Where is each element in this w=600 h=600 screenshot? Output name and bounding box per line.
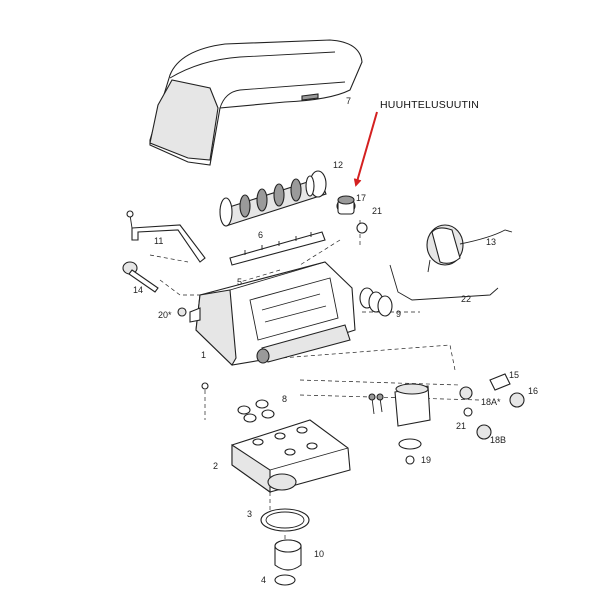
cable-part [389, 264, 499, 301]
part-label-18a: 18A* [481, 397, 501, 407]
clip-strip-part [229, 231, 326, 266]
base-part [231, 419, 351, 494]
nozzle-part [336, 195, 356, 215]
part-label-19: 19 [421, 455, 431, 465]
pin-part [122, 261, 159, 293]
seal-rings-part [359, 287, 393, 317]
small-oring-part [274, 574, 296, 586]
shaft-part [219, 170, 327, 227]
part-label-18b: 18B [490, 435, 506, 445]
motor-part [426, 224, 513, 273]
part-label-15: 15 [509, 370, 519, 380]
part-label-7: 7 [346, 96, 351, 106]
nozzle-callout: HUUHTELUSUUTIN [353, 99, 479, 187]
bypass-part [368, 383, 431, 465]
part-label-8: 8 [282, 394, 287, 404]
part-label-17: 17 [356, 193, 366, 203]
part-label-16: 16 [528, 386, 538, 396]
cover-part [149, 39, 363, 166]
part-label-3: 3 [247, 509, 252, 519]
valve-body-part [189, 261, 356, 390]
part-label-1: 1 [201, 350, 206, 360]
part-label-12: 12 [333, 160, 343, 170]
part-label-14: 14 [133, 285, 143, 295]
part-label-21a: 21 [372, 206, 382, 216]
large-oring-part [260, 508, 310, 532]
part-label-6: 6 [258, 230, 263, 240]
part-label-11: 11 [154, 236, 163, 246]
part-label-13: 13 [486, 237, 496, 247]
part-labels: 7 12 17 21 11 6 13 5 14 22 9 20* 1 15 16… [133, 96, 538, 585]
part-label-22: 22 [461, 294, 471, 304]
part-label-2: 2 [213, 461, 218, 471]
oring-part [356, 222, 368, 234]
callout-arrow [353, 111, 378, 187]
seal-set-part [237, 399, 275, 423]
part-label-20: 20* [158, 310, 172, 320]
part-label-4: 4 [261, 575, 266, 585]
part-label-21b: 21 [456, 421, 466, 431]
screw-small-part [177, 307, 187, 317]
part-label-10: 10 [314, 549, 324, 559]
part-label-5: 5 [237, 277, 242, 287]
adapter-part [274, 539, 302, 571]
part-label-9: 9 [396, 309, 401, 319]
bracket-part [126, 210, 206, 263]
callout-label: HUUHTELUSUUTIN [380, 99, 479, 111]
fittings-part [459, 373, 525, 440]
